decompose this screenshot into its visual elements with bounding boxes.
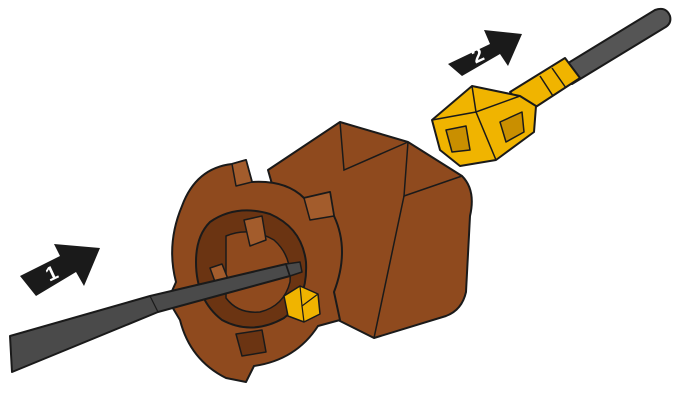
- step-arrow-2: 2: [448, 30, 522, 76]
- terminal: [432, 58, 580, 166]
- step-arrow-1: 1: [20, 244, 100, 296]
- connector-housing: [168, 122, 472, 382]
